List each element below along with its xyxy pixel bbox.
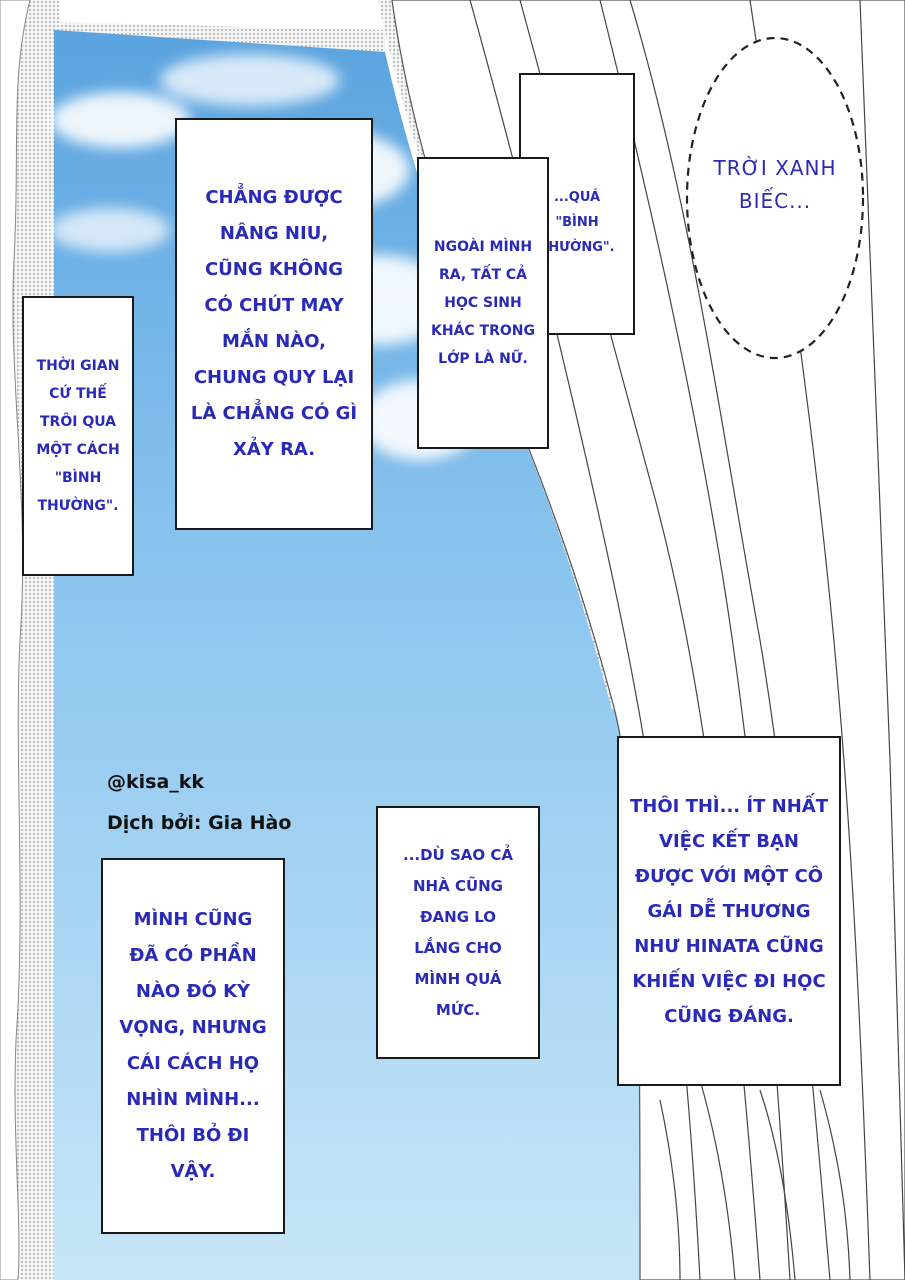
caption-box-family: ...dù sao cả nhà cũng đang lo lắng cho m…: [376, 806, 540, 1059]
caption-box-classmates: Ngoài mình ra, tất cả học sinh khác tron…: [417, 157, 549, 449]
caption-box-top-middle: Chẳng được nâng niu, cũng không có chút …: [175, 118, 373, 530]
author-credit: @kisa_kk: [107, 771, 205, 793]
caption-family-text: ...dù sao cả nhà cũng đang lo lắng cho m…: [403, 845, 513, 1019]
caption-bottom-left-text: Mình cũng đã có phần nào đó kỳ vọng, như…: [119, 909, 267, 1182]
wall-edge: [0, 0, 31, 1280]
caption-normal-text: ...quá "bình thường".: [539, 190, 615, 255]
thought-bubble-text: Trời xanh biếc...: [713, 156, 837, 213]
caption-top-middle-text: Chẳng được nâng niu, cũng không có chút …: [190, 187, 358, 460]
caption-box-bottom-left: Mình cũng đã có phần nào đó kỳ vọng, như…: [101, 858, 285, 1234]
caption-box-left: Thời gian cứ thế trôi qua một cách "bình…: [22, 296, 134, 576]
caption-left-text: Thời gian cứ thế trôi qua một cách "bình…: [36, 358, 120, 514]
window-frame-top: [50, 22, 385, 52]
caption-classmates-text: Ngoài mình ra, tất cả học sinh khác tron…: [431, 239, 535, 367]
thought-bubble: [685, 36, 865, 360]
caption-box-hinata: Thôi thì... ít nhất việc kết bạn được vớ…: [617, 736, 841, 1086]
translator-credit: Dịch bởi: Gia Hào: [107, 812, 292, 834]
caption-hinata-text: Thôi thì... ít nhất việc kết bạn được vớ…: [629, 795, 828, 1027]
